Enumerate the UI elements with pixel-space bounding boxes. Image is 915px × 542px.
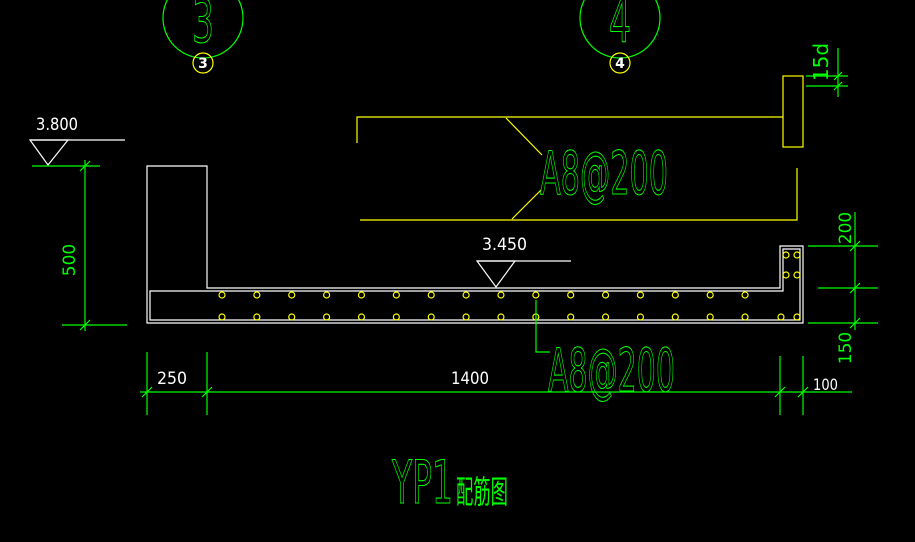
elevation-triangle [475,260,517,289]
rebar-dot [218,291,226,299]
rebar-bar-bottom [360,168,798,221]
rebar-dot [741,291,749,299]
rebar-dot [671,291,679,299]
rebar-dot [462,291,470,299]
axis-tag-circle [609,52,631,74]
axis-label: 3 [192,0,214,57]
grid-axis-4: 4 4 [579,0,661,74]
axis-label: 4 [609,0,631,57]
elevation-value: 3.800 [36,115,78,135]
dimension-tick [833,71,843,81]
rebar-outline [149,248,801,321]
rebar-dot [497,313,505,321]
dimension-tick [849,240,861,252]
dimension-text: 250 [157,369,187,389]
dimension-tick [79,160,91,172]
rebar-dot [253,291,261,299]
rebar-dot [323,291,331,299]
dimension-wall-height: 500 [32,160,127,331]
upper-rebar-detail: A8@200 [356,75,804,221]
rebar-dot [357,313,366,321]
rebar-dot [636,291,645,299]
rebar-leader [505,117,543,156]
rebar-dot [567,291,575,299]
dimension-chain-right: 200 150 [808,212,878,364]
dimension-text: 500 [60,244,80,276]
rebar-dot [357,291,366,299]
rebar-dot [782,251,790,259]
rebar-dot [793,271,801,279]
rebar-bar-top [356,116,783,143]
dimension-text: 1400 [451,369,489,389]
rebar-dot [706,291,714,299]
axis-tag: 4 [615,56,625,72]
lower-rebar-callout: A8@200 [535,300,676,407]
rebar-dot [793,313,801,321]
rebar-leader [535,300,550,353]
rebar-dot [782,271,790,279]
dimension-tick [797,386,809,398]
rebar-dot [706,313,714,321]
drawing-title: YP1 配筋图 [391,447,508,518]
dimension-tick [201,386,213,398]
rebar-dot [462,313,470,321]
dimension-chain-bottom: 250 1400 100 [140,352,852,415]
rebar-dot [671,313,679,321]
rebar-dot [392,291,400,299]
rebar-dot [567,313,575,321]
elevation-mark-wall-top: 3.800 [28,115,125,166]
elevation-value: 3.450 [482,235,527,255]
dimension-text: 100 [813,375,838,394]
dimension-text: 200 [836,212,856,244]
slab-wall-outline [146,165,804,324]
rebar-dot [601,313,610,321]
rebar-dot [777,313,785,321]
grid-axis-3: 3 3 [162,0,244,74]
rebar-dot [636,313,645,321]
rebar-dot [427,313,435,321]
rebar-dot [218,313,226,321]
rebar-dot [532,291,540,299]
dimension-tick [849,282,861,294]
rebar-label-upper: A8@200 [540,139,668,209]
rebar-dot [288,291,296,299]
dimension-tick [849,317,861,329]
rebar-dot [323,313,331,321]
dimension-tick [774,386,786,398]
rebar-dot [497,291,505,299]
rebar-dot [427,291,435,299]
dimension-text: 15d [809,43,833,81]
dimension-tick [833,81,843,91]
axis-bubble [162,0,244,59]
axis-tag-circle [192,52,214,74]
rebar-dot [601,291,610,299]
dimension-text: 150 [836,332,856,364]
rebar-dot [392,313,400,321]
rebar-dot [741,313,749,321]
dimension-tick [79,319,91,331]
rebar-dots [218,251,801,321]
rebar-hook [782,75,804,148]
dimension-tick [141,386,153,398]
title-suffix: 配筋图 [456,473,508,511]
rebar-dot [253,313,261,321]
rebar-leader [511,189,542,220]
rebar-dot [793,251,801,259]
elevation-mark-slab-top: 3.450 [475,235,571,289]
title-code: YP1 [391,448,453,518]
dimension-hook-length: 15d [806,43,848,97]
elevation-triangle [28,139,70,166]
rebar-label-lower: A8@200 [548,336,675,406]
axis-tag: 3 [198,56,208,72]
rebar-dot [288,313,296,321]
axis-bubble [579,0,661,59]
